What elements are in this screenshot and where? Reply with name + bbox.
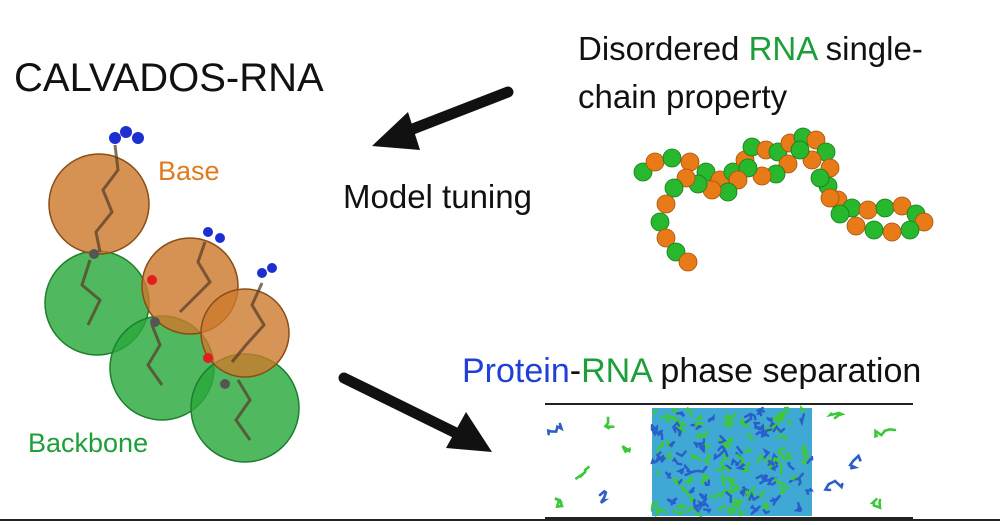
bead <box>820 188 840 208</box>
bead <box>858 200 878 220</box>
phase-rna-word: RNA <box>581 352 651 390</box>
condensed-phase-texture <box>650 404 814 518</box>
bead <box>752 166 772 186</box>
calvados-rna-model <box>44 126 300 463</box>
dilute-chain <box>603 416 615 430</box>
bead <box>680 152 700 172</box>
dilute-chain <box>554 497 564 509</box>
dilute-chain <box>621 445 632 454</box>
bead <box>900 220 920 240</box>
dilute-chain <box>598 489 610 504</box>
base-sphere <box>48 153 150 255</box>
bead <box>718 182 738 202</box>
rna-bead-chain <box>633 127 934 272</box>
model-tuning-arrow <box>372 86 514 150</box>
bead <box>830 204 850 224</box>
dilute-chain <box>848 453 862 470</box>
bead <box>656 194 676 214</box>
single-chain-suffix: single- <box>816 30 923 67</box>
bead <box>662 148 682 168</box>
dilute-chain <box>869 497 882 510</box>
bead <box>650 212 670 232</box>
bead <box>656 228 676 248</box>
phase-separation-heading: Protein-RNA phase separation <box>462 354 921 388</box>
dilute-phase-chains <box>546 411 897 510</box>
bead <box>678 252 698 272</box>
dilute-chain <box>826 411 846 420</box>
bead <box>882 222 902 242</box>
bead <box>864 220 884 240</box>
phase-rest: phase separation <box>650 352 922 390</box>
phase-dash: - <box>569 352 582 390</box>
base-label: Base <box>158 156 220 186</box>
dilute-chain <box>823 479 844 492</box>
single-chain-heading-line1: Disordered RNA single- <box>578 32 923 65</box>
bottom-divider <box>0 519 1000 521</box>
dilute-chain <box>574 465 591 480</box>
model-tuning-label: Model tuning <box>343 178 532 215</box>
diagram-title: CALVADOS-RNA <box>14 56 324 100</box>
dilute-chain <box>546 422 564 436</box>
bead <box>790 140 810 160</box>
bead <box>875 198 895 218</box>
single-chain-rna-word: RNA <box>748 30 817 67</box>
bead <box>810 168 830 188</box>
bead <box>914 212 934 232</box>
bead <box>664 178 684 198</box>
single-chain-heading-line2: chain property <box>578 78 788 115</box>
bead <box>846 216 866 236</box>
phase-protein-word: Protein <box>462 352 570 390</box>
phase-separation-snapshot <box>545 403 913 519</box>
bead <box>645 152 665 172</box>
dilute-chain <box>874 427 897 439</box>
single-chain-prefix: Disordered <box>578 30 749 67</box>
base-sphere <box>200 288 290 378</box>
phase-separation-arrow <box>338 372 492 452</box>
bead <box>892 196 912 216</box>
backbone-label: Backbone <box>28 428 149 458</box>
